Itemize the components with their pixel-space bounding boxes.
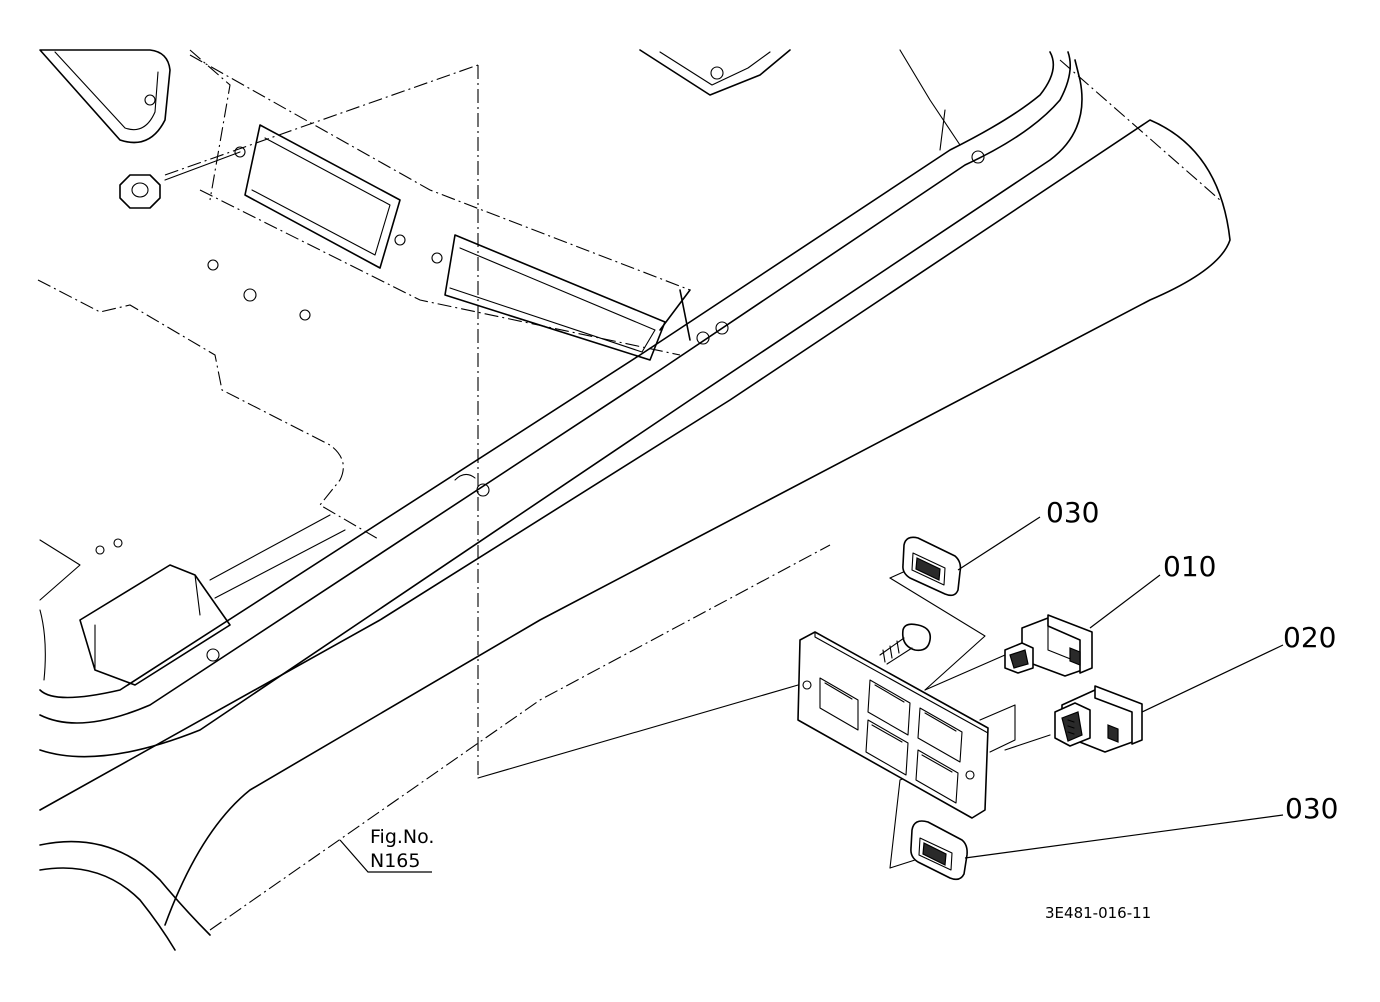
callout-020: 020 — [1283, 621, 1336, 654]
callout-030-bottom: 030 — [1285, 792, 1338, 825]
callout-010: 010 — [1163, 550, 1216, 583]
callout-leaders — [339, 516, 1284, 873]
switch-panel — [797, 631, 989, 819]
connector-component — [1054, 685, 1143, 753]
dashboard-structure — [37, 49, 1231, 951]
nut-icon — [119, 151, 241, 209]
grommet-bottom — [910, 820, 968, 881]
switch-component — [1004, 614, 1093, 677]
figure-ref-number: N165 — [370, 850, 420, 872]
figure-ref-label: Fig.No. — [370, 826, 434, 848]
drawing-code: 3E481-016-11 — [1045, 904, 1151, 922]
screw-icon — [879, 623, 932, 665]
grommet-top — [902, 536, 962, 597]
callout-030-top: 030 — [1046, 496, 1099, 529]
